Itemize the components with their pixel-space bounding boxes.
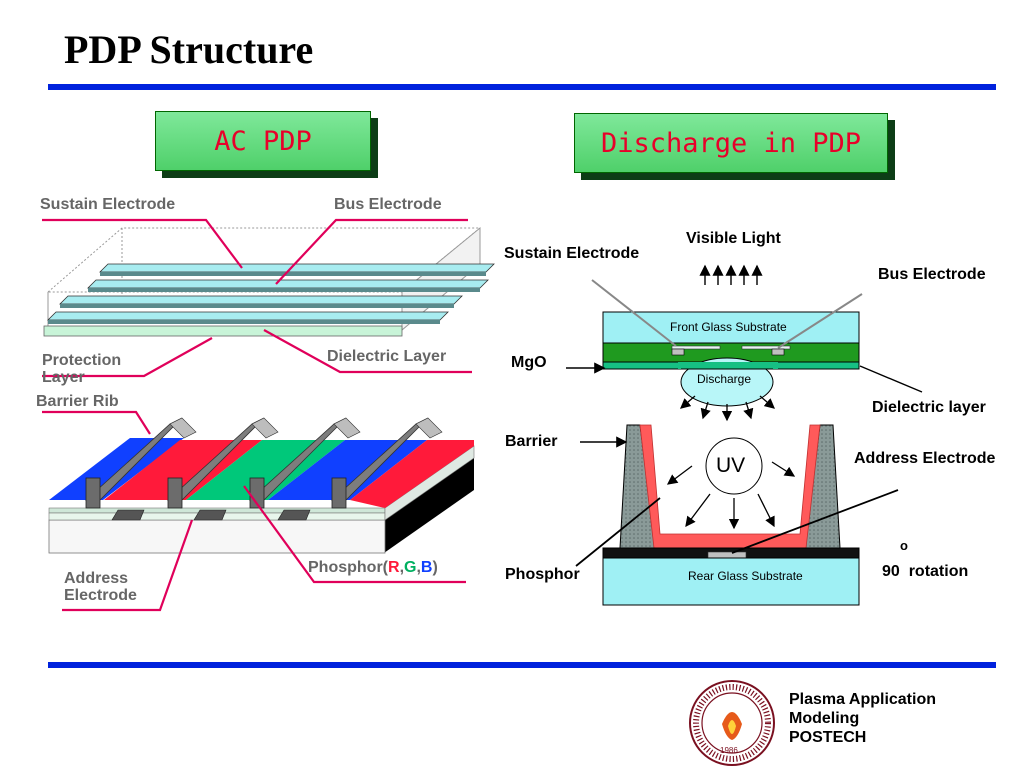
ac-phosphor-label: Phosphor(R,G,B) xyxy=(308,559,438,576)
ac-pdp-header-text: AC PDP xyxy=(214,125,312,157)
sustain-electrode-label: Sustain Electrode xyxy=(504,245,640,262)
rear-glass-label: Rear Glass Substrate xyxy=(688,569,803,583)
ac-barrier-rib-label: Barrier Rib xyxy=(36,393,119,410)
page-title: PDP Structure xyxy=(64,27,314,72)
phosphor-prefix: Phosphor( xyxy=(308,559,388,576)
left-pointer-lines xyxy=(42,218,472,612)
discharge-header-text: Discharge in PDP xyxy=(600,127,862,159)
barrier-label: Barrier xyxy=(505,433,558,450)
footer-text: Plasma Application Modeling POSTECH xyxy=(789,690,936,747)
rear-panel-3d xyxy=(48,417,475,554)
rotation-label: 90 rotation xyxy=(882,563,969,580)
uv-label: UV xyxy=(716,454,746,477)
footer-line-2: Modeling xyxy=(789,710,860,727)
footer-line-1: Plasma Application xyxy=(789,691,936,708)
phosphor-r: R xyxy=(388,559,400,576)
phosphor-g: G xyxy=(404,559,417,576)
ac-dielectric-layer-label: Dielectric Layer xyxy=(327,348,447,365)
discharge-label: Discharge xyxy=(697,372,752,386)
visible-light-label: Visible Light xyxy=(686,230,781,247)
front-panel-3d xyxy=(43,226,495,337)
postech-logo xyxy=(689,680,775,766)
discharge-cross-section xyxy=(602,264,860,606)
ac-bus-electrode-label: Bus Electrode xyxy=(334,196,442,213)
mgo-label: MgO xyxy=(511,354,547,371)
top-divider xyxy=(48,84,996,90)
discharge-header: Discharge in PDP xyxy=(574,113,888,173)
front-glass-label: Front Glass Substrate xyxy=(670,320,787,334)
bottom-divider xyxy=(48,662,996,668)
ac-protection-layer-label: Protection Layer xyxy=(42,352,122,386)
phosphor-label: Phosphor xyxy=(505,566,580,583)
right-pointer-lines xyxy=(566,279,923,567)
rotation-degree-sign: o xyxy=(900,538,908,553)
logo-year: 1986 xyxy=(720,746,738,755)
ac-pdp-header: AC PDP xyxy=(155,111,371,171)
address-electrode-label: Address Electrode xyxy=(854,450,996,467)
phosphor-suffix: ) xyxy=(432,559,438,576)
footer-line-3: POSTECH xyxy=(789,729,867,746)
ac-sustain-electrode-label: Sustain Electrode xyxy=(40,196,176,213)
ac-address-electrode-label: Address Electrode xyxy=(64,570,137,604)
bus-electrode-label: Bus Electrode xyxy=(878,266,986,283)
dielectric-layer-label: Dielectric layer xyxy=(872,399,986,416)
phosphor-b: B xyxy=(420,559,433,576)
